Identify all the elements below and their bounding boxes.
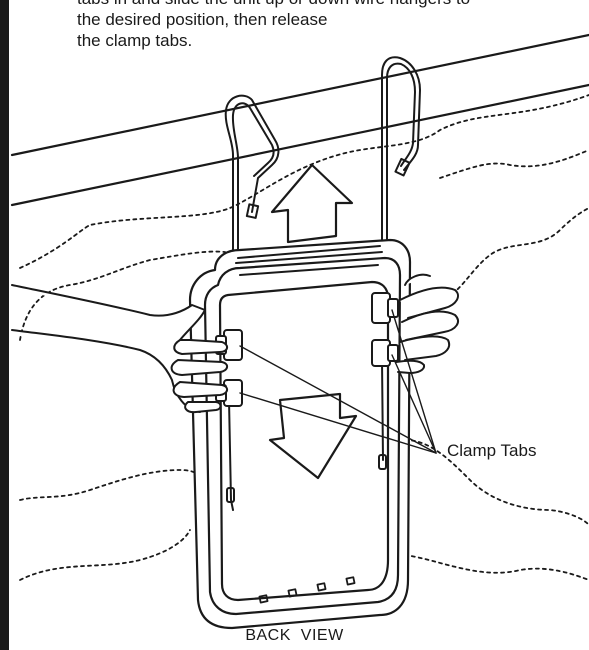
right-hand [395,273,459,374]
arrow-down-icon [268,392,358,480]
view-caption: BACK VIEW [245,627,344,644]
seat-top-bar [10,33,589,207]
clamp-tabs-leader-lines [239,309,437,454]
wire-hanger-right [381,56,421,301]
clamp-tab-right-lower [371,339,399,367]
arrow-up-icon [270,163,354,244]
page-border-bar [0,0,9,650]
bottom-slots [258,576,356,604]
clamp-tab-right-upper [371,292,399,324]
clamp-tabs-label: Clamp Tabs [447,441,537,460]
wire-lower [226,359,387,511]
instruction-text: tabs in and slide the unit up or down wi… [77,0,470,51]
left-hand [11,284,228,414]
seat-outline-dotted [19,94,589,581]
frame-top-detail [235,245,383,276]
instruction-line-1: tabs in and slide the unit up or down wi… [77,0,470,9]
instruction-line-3: the clamp tabs. [77,31,193,50]
wire-hanger-left [224,94,280,311]
instruction-line-2: the desired position, then release [77,10,328,29]
